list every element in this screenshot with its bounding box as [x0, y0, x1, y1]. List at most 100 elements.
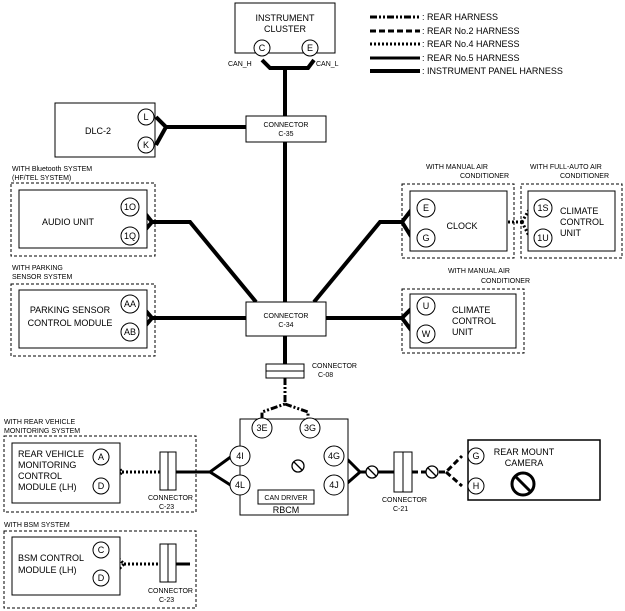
clock-note-1: WITH MANUAL AIR — [426, 164, 488, 171]
dlc-2-label: DLC-2 — [85, 126, 111, 136]
pin-rbcm-4l — [229, 474, 251, 496]
pin-rbcm-4i-label: 4I — [236, 451, 244, 461]
pin-rbcm-4j — [323, 474, 345, 496]
connector-c35: CONNECTOR C-35 — [245, 115, 327, 143]
fullauto-label-3: UNIT — [560, 228, 581, 238]
pin-audio-1o — [120, 197, 140, 217]
rear-camera-label-1: REAR MOUNT — [494, 447, 555, 457]
manual-note-2: CONDITIONER — [481, 278, 530, 285]
manual-note-1: WITH MANUAL AIR — [448, 268, 510, 275]
rvm-note-2: MONITORING SYSTEM — [4, 428, 80, 435]
legend-label-instrument-panel: : INSTRUMENT PANEL HARNESS — [422, 66, 563, 76]
wire-dlc-c35 — [154, 115, 246, 146]
fullauto-label-2: CONTROL — [560, 217, 604, 227]
pin-bsm-d-label: D — [98, 573, 105, 583]
pin-dlc-l-label: L — [143, 112, 148, 122]
pin-rbcm-4g — [323, 445, 345, 467]
no-connection-icon-slash — [367, 467, 377, 477]
pin-rvm-a-label: A — [98, 452, 104, 462]
legend-label-rear-no2: : REAR No.2 HARNESS — [422, 26, 520, 36]
wire-c23-rbcm — [176, 454, 233, 488]
connector-c34-label-2: C-34 — [278, 322, 293, 329]
pin-bsm-c-label: C — [98, 545, 105, 555]
rvm-note-1: WITH REAR VEHICLE — [4, 419, 76, 426]
manual-climate-group: WITH MANUAL AIR CONDITIONER CLIMATE CONT… — [401, 268, 530, 354]
pin-camera-h — [467, 477, 485, 495]
connector-c08-label-1: CONNECTOR — [312, 363, 357, 370]
bsm-note: WITH BSM SYSTEM — [4, 522, 70, 529]
connector-c34-box — [245, 301, 327, 337]
connector-c23-bsm-label-2: C-23 — [159, 597, 174, 604]
legend-label-rear-no4: : REAR No.4 HARNESS — [422, 39, 520, 49]
parking-sensor-group: WITH PARKING SENSOR SYSTEM PARKING SENSO… — [10, 265, 156, 357]
instrument-cluster-label-1: INSTRUMENT — [256, 13, 315, 23]
can-l-label: CAN_L — [316, 61, 339, 68]
pin-camera-h-label: H — [473, 481, 480, 491]
bluetooth-note-2: (HF/TEL SYSTEM) — [12, 175, 71, 182]
pin-clock-e-label: E — [423, 203, 429, 213]
pin-cluster-e-label: E — [307, 43, 313, 53]
pin-manual-u-label: U — [423, 301, 430, 311]
pin-fullauto-1s-label: 1S — [537, 203, 548, 213]
rvm-label-2: MONITORING — [18, 460, 76, 470]
connector-c23-rvm-label-1: CONNECTOR — [148, 495, 193, 502]
instrument-cluster: INSTRUMENT CLUSTER C E CAN_H CAN_L — [228, 2, 339, 68]
connector-c08-label-2: C-08 — [318, 372, 333, 379]
pin-rbcm-4j-label: 4J — [329, 480, 339, 490]
fullauto-note-2: CONDITIONER — [560, 173, 609, 180]
pin-bsm-c — [92, 541, 110, 559]
pin-rvm-d-label: D — [98, 481, 105, 491]
pin-park-aa-label: AA — [124, 299, 136, 309]
bsm-label-1: BSM CONTROL — [18, 553, 84, 563]
clock-label: CLOCK — [446, 221, 477, 231]
pin-clock-g — [416, 228, 436, 248]
can-driver-box — [257, 489, 315, 505]
pin-fullauto-1u-label: 1U — [537, 233, 549, 243]
wire-c08-3e — [260, 378, 287, 420]
pin-cluster-c-label: C — [259, 43, 266, 53]
pin-audio-1q-label: 1Q — [124, 231, 136, 241]
instrument-cluster-label-2: CLUSTER — [264, 24, 307, 34]
fullauto-note-1: WITH FULL-AUTO AIR — [530, 164, 602, 171]
bsm-option-frame — [3, 530, 197, 609]
pin-rbcm-4i — [229, 445, 251, 467]
can-driver-label: CAN DRIVER — [264, 495, 307, 502]
rvm-label-4: MODULE (LH) — [18, 482, 77, 492]
pin-rbcm-4l-label: 4L — [235, 480, 245, 490]
clock-option-frame — [401, 183, 515, 259]
pin-manual-w — [416, 324, 436, 344]
manual-label-2: CONTROL — [452, 316, 496, 326]
pin-dlc-k-label: K — [143, 140, 149, 150]
instrument-cluster-box — [234, 2, 336, 54]
pin-manual-u — [416, 296, 436, 316]
connector-c34: CONNECTOR C-34 — [245, 301, 327, 337]
parking-note-1: WITH PARKING — [12, 265, 63, 272]
pin-park-ab-label: AB — [124, 327, 136, 337]
audio-unit-label: AUDIO UNIT — [42, 217, 95, 227]
connector-c21-label-1: CONNECTOR — [382, 497, 427, 504]
bsm-group: WITH BSM SYSTEM BSM CONTROL MODULE (LH) … — [3, 522, 197, 609]
connector-c23-rvm: CONNECTOR C-23 — [148, 451, 193, 511]
clock-note-2: CONDITIONER — [460, 173, 509, 180]
manual-option-frame — [401, 288, 525, 354]
pin-rbcm-3e — [251, 417, 273, 439]
connector-c35-label-2: C-35 — [278, 131, 293, 138]
connector-c08: CONNECTOR C-08 — [265, 363, 357, 379]
legend-label-rear-no5: : REAR No.5 HARNESS — [422, 53, 520, 63]
pin-fullauto-1u — [533, 228, 553, 248]
wire-rvm-c23 — [108, 456, 160, 487]
fullauto-option-frame — [520, 183, 623, 259]
connector-c23-bsm-label-1: CONNECTOR — [148, 588, 193, 595]
pin-clock-e — [416, 198, 436, 218]
dlc-2: DLC-2 L K — [54, 102, 156, 158]
rvm-label-1: REAR VEHICLE — [18, 449, 84, 459]
legend-label-rear: : REAR HARNESS — [422, 12, 498, 22]
pin-rbcm-3g-label: 3G — [304, 423, 316, 433]
wire-c21-camera — [412, 454, 464, 488]
wire-clock-c34 — [312, 207, 414, 304]
prohibited-icon-slash — [513, 474, 533, 494]
rear-camera: REAR MOUNT CAMERA G H — [467, 439, 601, 501]
no-connection-icon-slash — [293, 461, 303, 471]
parking-note-2: SENSOR SYSTEM — [12, 274, 72, 281]
rear-camera-box — [467, 439, 601, 501]
